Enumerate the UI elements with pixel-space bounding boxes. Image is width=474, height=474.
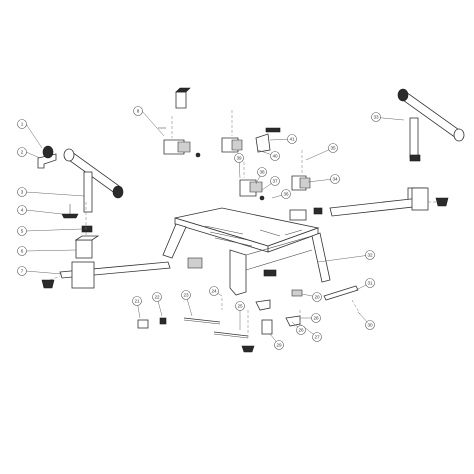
callout-40: 40 <box>270 151 280 161</box>
svg-text:8: 8 <box>137 109 140 114</box>
svg-text:37: 37 <box>272 179 278 184</box>
svg-text:27: 27 <box>314 335 320 340</box>
callout-31: 31 <box>365 278 375 288</box>
callout-41: 41 <box>287 134 297 144</box>
svg-text:21: 21 <box>134 299 140 304</box>
svg-text:3: 3 <box>21 190 24 195</box>
svg-text:4: 4 <box>21 208 24 213</box>
callout-8: 8 <box>133 106 143 116</box>
svg-text:39: 39 <box>236 156 242 161</box>
svg-text:40: 40 <box>272 154 278 159</box>
svg-text:26: 26 <box>298 328 304 333</box>
callout-21: 21 <box>132 296 142 306</box>
svg-text:7: 7 <box>21 269 24 274</box>
callout-36: 36 <box>281 189 291 199</box>
callout-28: 28 <box>311 313 321 323</box>
svg-text:22: 22 <box>154 295 160 300</box>
callout-29: 29 <box>274 340 284 350</box>
svg-text:29: 29 <box>276 343 282 348</box>
svg-text:2: 2 <box>21 150 24 155</box>
svg-text:36: 36 <box>283 192 289 197</box>
callout-32: 32 <box>365 250 375 260</box>
callout-35: 35 <box>328 143 338 153</box>
svg-text:32: 32 <box>367 253 373 258</box>
callout-39: 39 <box>234 153 244 163</box>
svg-text:38: 38 <box>259 170 265 175</box>
callout-2: 2 <box>17 147 27 157</box>
left-roller-stand <box>37 145 171 289</box>
svg-text:1: 1 <box>21 122 24 127</box>
callout-5: 5 <box>17 226 27 236</box>
svg-text:34: 34 <box>332 177 338 182</box>
svg-text:41: 41 <box>289 137 295 142</box>
callout-24: 24 <box>209 286 219 296</box>
platform-assembly <box>162 207 331 296</box>
callout-7: 7 <box>17 266 27 276</box>
callout-3: 3 <box>17 187 27 197</box>
callout-33: 33 <box>371 112 381 122</box>
callout-27: 27 <box>312 332 322 342</box>
callout-20: 20 <box>312 292 322 302</box>
callout-26: 26 <box>296 325 306 335</box>
callout-34: 34 <box>330 174 340 184</box>
callout-1: 1 <box>17 119 27 129</box>
callout-22: 22 <box>152 292 162 302</box>
svg-text:5: 5 <box>21 229 24 234</box>
callout-30: 30 <box>365 320 375 330</box>
svg-text:35: 35 <box>330 146 336 151</box>
callout-23: 23 <box>181 290 191 300</box>
svg-text:6: 6 <box>21 249 24 254</box>
svg-text:28: 28 <box>313 316 319 321</box>
svg-text:31: 31 <box>367 281 373 286</box>
clamp-assemblies <box>158 87 311 201</box>
svg-text:33: 33 <box>373 115 379 120</box>
callout-38: 38 <box>257 167 267 177</box>
callout-25: 25 <box>235 301 245 311</box>
callout-37: 37 <box>270 176 280 186</box>
callout-6: 6 <box>17 246 27 256</box>
svg-text:25: 25 <box>237 304 243 309</box>
svg-text:23: 23 <box>183 293 189 298</box>
svg-text:20: 20 <box>314 295 320 300</box>
right-roller-stand <box>289 88 465 221</box>
svg-text:24: 24 <box>211 289 217 294</box>
callout-4: 4 <box>17 205 27 215</box>
svg-text:30: 30 <box>367 323 373 328</box>
